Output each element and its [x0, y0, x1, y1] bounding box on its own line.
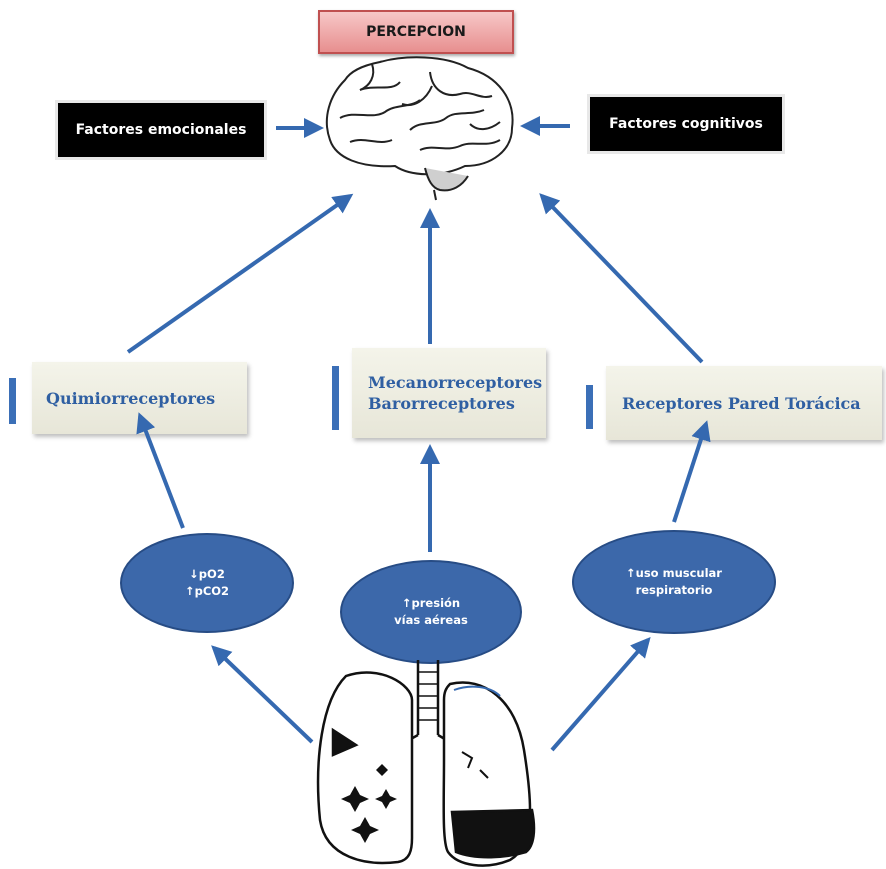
low-po2-label: ↓pO2 [189, 567, 225, 581]
emotional-factors-label: Factores emocionales [75, 122, 247, 138]
chest-wall-receptors-label: Receptores Pared Torácica [622, 393, 861, 413]
mechanoreceptors-box: Mecanorreceptores Barorreceptores [352, 348, 546, 438]
mechano-accent-bar [332, 366, 339, 430]
brain-icon [325, 56, 514, 201]
airway-pressure-oval: ↑presión vías aéreas [340, 560, 522, 664]
chest-wall-receptors-box: Receptores Pared Torácica [606, 366, 882, 440]
blood-gases-oval: ↓pO2 ↑pCO2 [120, 533, 294, 633]
muscle-use-label-1: ↑uso muscular [626, 566, 722, 580]
lungs-icon [316, 660, 536, 867]
arrows [126, 116, 711, 752]
emotional-factors-box: Factores emocionales [55, 100, 267, 160]
chemo-accent-bar [9, 378, 16, 424]
muscle-use-label-2: respiratorio [635, 583, 713, 597]
high-pco2-label: ↑pCO2 [184, 584, 230, 598]
arrow-lungs-to-gases [211, 645, 314, 744]
arrow-lungs-to-muscle [550, 636, 651, 752]
arrow-muscle-to-chestwall [672, 420, 711, 523]
perception-title: PERCEPCION [318, 10, 514, 54]
mechanoreceptors-label: Mecanorreceptores [368, 373, 543, 392]
cognitive-factors-box: Factores cognitivos [587, 94, 785, 154]
chest-wall-accent-bar [586, 385, 593, 429]
respiratory-muscle-oval: ↑uso muscular respiratorio [572, 530, 776, 634]
chemoreceptors-label: Quimiorreceptores [46, 388, 216, 408]
airway-pressure-label-2: vías aéreas [394, 613, 468, 627]
arrow-chestwall-to-brain [539, 193, 704, 364]
arrow-chemo-to-brain [126, 193, 354, 354]
airway-pressure-label-1: ↑presión [401, 596, 461, 610]
perception-title-text: PERCEPCION [366, 24, 466, 40]
baroreceptors-label: Barorreceptores [368, 394, 515, 413]
arrow-gases-to-chemo [136, 412, 185, 529]
cognitive-factors-label: Factores cognitivos [609, 116, 763, 132]
